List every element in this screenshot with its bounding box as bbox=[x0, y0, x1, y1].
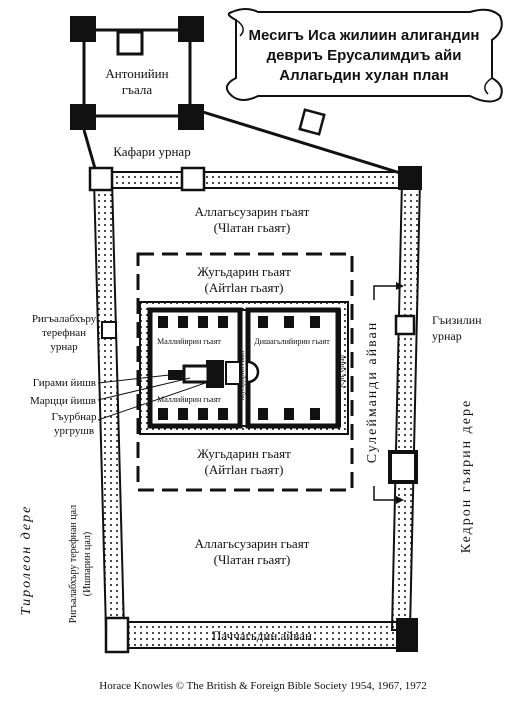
west-wall-label-2: (Ишпарин цал) bbox=[82, 532, 93, 596]
womens-court-bottom-label-2: (Айтlан гьаят) bbox=[205, 462, 284, 477]
jewish-men-court-label: Жугьдарин гьаят bbox=[238, 350, 246, 400]
outer-court-bottom-label-1: Аллагьсузарин гьаят bbox=[195, 536, 310, 551]
golden-gate-label: Усиъ урнар bbox=[338, 355, 346, 389]
connector-tower bbox=[298, 108, 326, 136]
title-line-1: Месигъ Иса жилиин алигандин bbox=[249, 27, 480, 44]
womens-court-top-label-1: Жугьдарин гьаят bbox=[197, 264, 291, 279]
outer-court-top-label-2: (Чlатан гьаят) bbox=[214, 220, 291, 235]
holy-of-holies-label: Марцци йишв bbox=[30, 395, 96, 407]
title-line-3: Аллагьдин хулан план bbox=[279, 67, 448, 84]
altar-label-1: Гъурбнар bbox=[52, 411, 97, 423]
credit-line: Horace Knowles © The British & Foreign B… bbox=[99, 680, 426, 692]
holy-place-label: Гирами йишв bbox=[33, 377, 96, 389]
priests-court-label: Маллийирин гьаят bbox=[157, 337, 221, 346]
east-gate-label-1: Гъизилин bbox=[432, 313, 482, 327]
tyropoeon-label: Тиролеон дере bbox=[19, 505, 34, 616]
title-line-2: девриъ Ерусалимдиъ айи bbox=[267, 47, 462, 64]
west-wall-label-1: Ригъалабхъру терефнан цал bbox=[68, 505, 79, 623]
womens-court-top-label-2: (Айтlан гьаят) bbox=[205, 280, 284, 295]
kafari-gate-label: Кафари урнар bbox=[113, 144, 190, 159]
kidron-label: Кедрон гъярин дере bbox=[459, 399, 474, 553]
royal-porch-label: Паччагьдин айван bbox=[212, 628, 312, 643]
priests-court-label-b: Маллийирин гьаят bbox=[157, 395, 221, 404]
outer-wall bbox=[88, 166, 422, 654]
east-gate-label-2: урнар bbox=[432, 329, 462, 343]
inner-courts: Маллийирин гьаят Маллийирин гьаят Дишагь… bbox=[136, 252, 354, 492]
mens-court-label-1: Дишагьлийирин гьаят bbox=[254, 337, 330, 346]
womens-court-bottom-label-1: Жугьдарин гьаят bbox=[197, 446, 291, 461]
pointer-lines bbox=[97, 373, 215, 421]
solomon-arrows bbox=[373, 282, 404, 504]
outer-court-top-label-1: Аллагьсузарин гьаят bbox=[195, 204, 310, 219]
outer-court-bottom-label-2: (Чlатан гьаят) bbox=[214, 552, 291, 567]
antonia-fortress: Антонийин гъала bbox=[70, 16, 204, 130]
title-scroll: Месигъ Иса жилиин алигандин девриъ Еруса… bbox=[225, 8, 503, 103]
antonia-label-1: Антонийин bbox=[105, 66, 168, 81]
west-gate-label-3: урнар bbox=[50, 341, 78, 353]
altar-label-2: ургрушв bbox=[54, 425, 94, 437]
solomon-porch-label: Сулейманди айван bbox=[365, 321, 380, 464]
west-gate-label-2: терефнан bbox=[42, 327, 86, 339]
west-gate-label-1: Ригъалабхъру bbox=[32, 313, 97, 325]
antonia-label-2: гъала bbox=[122, 82, 152, 97]
